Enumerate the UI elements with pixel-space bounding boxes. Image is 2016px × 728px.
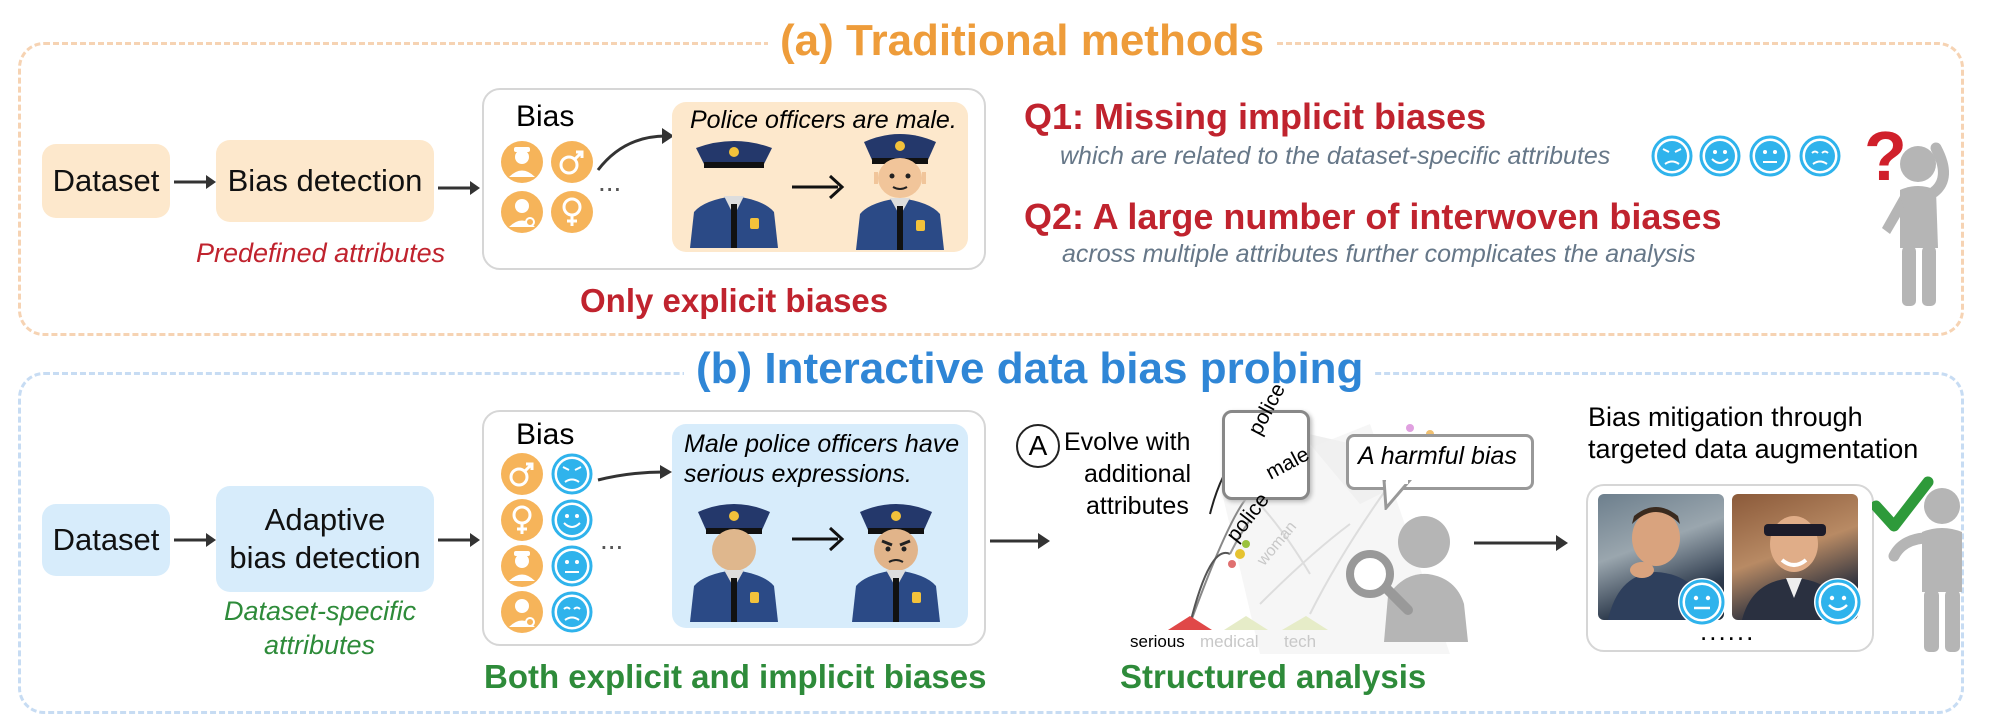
more-images-dots: ......	[1700, 616, 1756, 646]
mitigation-line2: targeted data augmentation	[1588, 434, 1919, 464]
arrow-icon	[1474, 535, 1568, 551]
smile-face-icon	[1699, 135, 1741, 177]
female-symbol-icon	[501, 499, 543, 541]
question-2-subtext: across multiple attributes further compl…	[1062, 240, 1696, 268]
zoom-highlight-box	[1222, 410, 1310, 500]
question-1-subtext: which are related to the dataset-specifi…	[1060, 142, 1611, 170]
question-1: Q1: Missing implicit biases	[1024, 96, 1487, 137]
sad-face-icon	[551, 591, 593, 633]
arrow-icon	[597, 465, 672, 482]
tree-label-tech: tech	[1284, 632, 1317, 651]
arrow-icon	[438, 181, 480, 195]
male-police-officer-icon	[856, 134, 944, 250]
analyst-magnifier-icon	[1346, 516, 1468, 642]
caption-structured-analysis: Structured analysis	[1120, 658, 1427, 695]
dataset-specific-line1: Dataset-specific	[224, 596, 417, 626]
bias-label-b: Bias	[516, 418, 575, 451]
harmful-bias-label: A harmful bias	[1358, 442, 1517, 470]
panel-a-title: (a) Traditional methods	[768, 16, 1277, 66]
bias-label-a: Bias	[516, 100, 575, 133]
statement-a: Police officers are male.	[690, 106, 957, 134]
panel-b-title: (b) Interactive data bias probing	[684, 344, 1376, 394]
caption-both-biases: Both explicit and implicit biases	[484, 658, 987, 695]
harmful-bias-bubble	[1346, 434, 1534, 490]
speech-tail-icon	[1382, 480, 1412, 510]
smile-face-icon	[551, 499, 593, 541]
curved-arrow-icon	[596, 128, 674, 171]
arrow-icon	[990, 533, 1050, 549]
question-2: Q2: A large number of interwoven biases	[1024, 196, 1722, 237]
male-symbol-icon	[551, 141, 593, 183]
satisfied-person-icon	[1872, 476, 1962, 652]
dataset-specific-line2: attributes	[264, 630, 376, 660]
smile-face-icon	[1814, 578, 1862, 626]
neutral-face-icon	[1749, 135, 1791, 177]
predefined-attributes-label: Predefined attributes	[196, 238, 446, 268]
sad-face-icon	[1799, 135, 1841, 177]
arrow-icon	[792, 526, 845, 552]
police-person-icon	[501, 545, 543, 587]
arrow-icon	[792, 174, 845, 200]
svg-text:?: ?	[1864, 118, 1907, 195]
angry-face-icon	[551, 453, 593, 495]
tree-label-medical: medical	[1200, 632, 1259, 651]
neutral-face-icon	[1678, 578, 1726, 626]
arrow-icon	[438, 533, 480, 547]
evolve-line3: attributes	[1086, 492, 1189, 520]
dataset-box-b: Dataset	[42, 504, 170, 576]
serious-police-officer-icon	[852, 504, 940, 622]
police-person-icon	[501, 141, 543, 183]
statement-b-line2: serious expressions.	[684, 460, 912, 488]
doctor-person-icon	[501, 191, 543, 233]
tree-label-serious: serious	[1130, 632, 1185, 651]
dataset-box-a: Dataset	[42, 144, 170, 218]
bias-detection-box: Bias detection	[216, 140, 434, 222]
female-symbol-icon	[551, 191, 593, 233]
evolve-line2: additional	[1084, 460, 1192, 488]
marker-a: A	[1016, 424, 1060, 468]
neutral-face-icon	[551, 545, 593, 587]
caption-only-explicit: Only explicit biases	[580, 282, 889, 319]
evolve-line1: Evolve with	[1064, 428, 1191, 456]
arrow-icon	[174, 533, 216, 547]
male-symbol-icon	[501, 453, 543, 495]
police-uniform-icon	[690, 141, 778, 248]
mitigation-line1: Bias mitigation through	[1588, 402, 1863, 432]
angry-face-icon	[1651, 135, 1693, 177]
police-officer-neutral-icon	[690, 504, 778, 622]
doctor-person-icon	[501, 591, 543, 633]
ellipsis-b: ...	[600, 524, 624, 555]
statement-b-line1: Male police officers have	[684, 430, 960, 458]
confused-person-icon: ?	[1864, 118, 1949, 306]
arrow-icon	[174, 175, 216, 189]
ellipsis-a: ...	[598, 166, 622, 197]
